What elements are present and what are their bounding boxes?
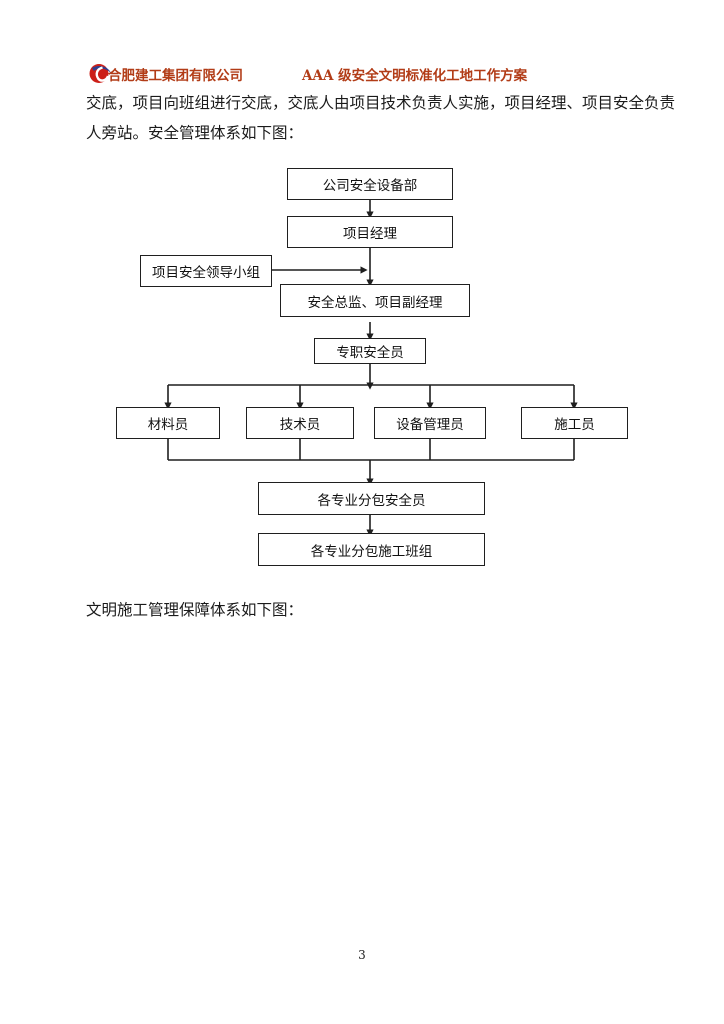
header-company-name: 合肥建工集团有限公司 — [108, 68, 243, 84]
page-header: 合肥建工集团有限公司 AAA 级安全文明标准化工地工作方案 — [88, 62, 636, 86]
diagram-node-subcontract-safety-officer: 各专业分包安全员 — [258, 482, 485, 515]
diagram-node-technician: 技术员 — [246, 407, 354, 439]
diagram-node-project-safety-leading-group: 项目安全领导小组 — [140, 255, 272, 287]
diagram-connectors — [164, 200, 578, 537]
header-document-title: AAA 级安全文明标准化工地工作方案 — [302, 68, 528, 84]
safety-management-system-diagram: 公司安全设备部 项目经理 项目安全领导小组 安全总监、项目副经理 专职安全员 材… — [0, 150, 724, 580]
diagram-node-construction-worker: 施工员 — [521, 407, 628, 439]
diagram-node-material-clerk: 材料员 — [116, 407, 220, 439]
page-number: 3 — [358, 948, 366, 962]
diagram-node-equipment-manager: 设备管理员 — [374, 407, 486, 439]
diagram-node-safety-director-deputy-manager: 安全总监、项目副经理 — [280, 284, 470, 317]
company-logo-icon — [88, 62, 114, 86]
diagram-node-full-time-safety-officer: 专职安全员 — [314, 338, 426, 364]
diagram-node-company-safety-equipment-dept: 公司安全设备部 — [287, 168, 453, 200]
diagram-node-subcontract-construction-team: 各专业分包施工班组 — [258, 533, 485, 566]
diagram-node-project-manager: 项目经理 — [287, 216, 453, 248]
body-paragraph-2: 人旁站。安全管理体系如下图： — [86, 124, 304, 142]
body-paragraph-1: 交底，项目向班组进行交底，交底人由项目技术负责人实施，项目经理、项目安全负责 — [86, 94, 676, 112]
body-paragraph-3: 文明施工管理保障体系如下图： — [86, 601, 304, 619]
